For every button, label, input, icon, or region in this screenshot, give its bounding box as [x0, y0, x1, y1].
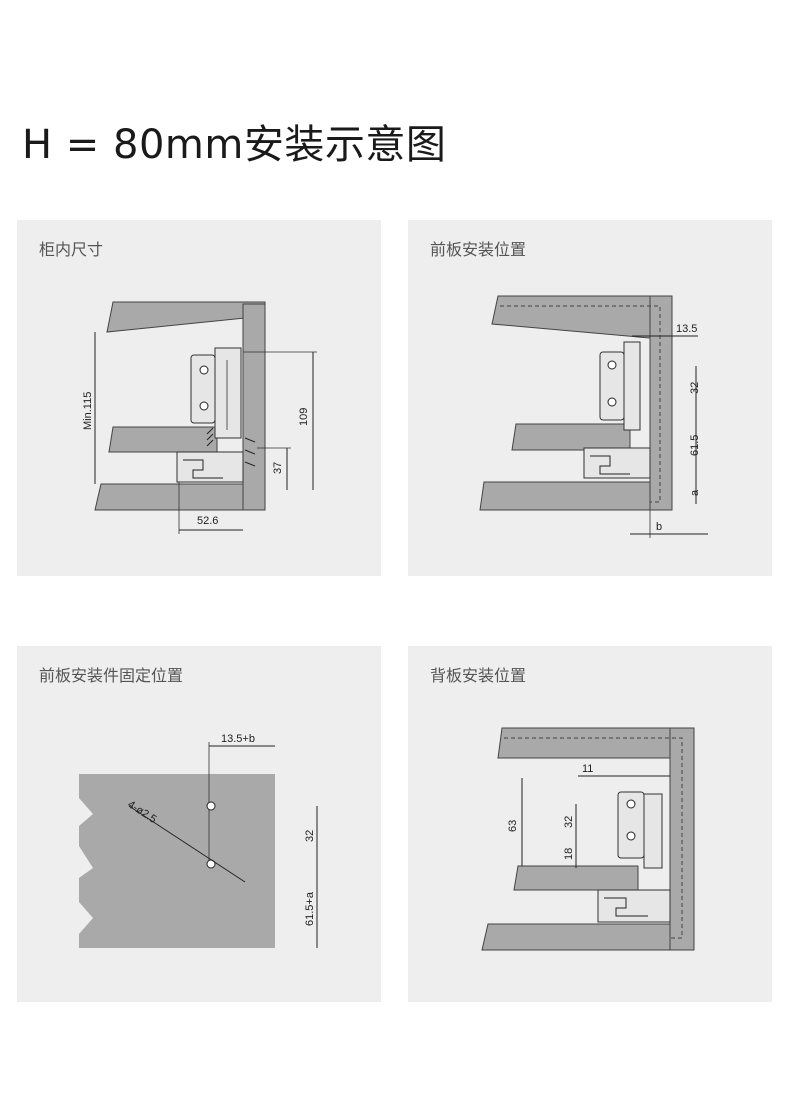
dim-32: 32	[689, 382, 701, 394]
bracket-hole	[626, 831, 636, 841]
dim-63: 63	[507, 820, 519, 832]
front-position-diagram: 13.5 32 61.5 a b	[479, 295, 708, 538]
panel-label: 前板安装位置	[430, 240, 527, 259]
bracket-body	[214, 347, 242, 439]
side-wall	[242, 303, 266, 511]
runner-profile	[590, 455, 630, 475]
screw-icon	[206, 427, 214, 447]
front-panel	[79, 774, 275, 948]
dim-32: 32	[563, 816, 575, 828]
bracket-hole	[607, 360, 617, 370]
bracket-body	[623, 341, 641, 431]
bottom-board	[481, 923, 671, 951]
front-fitting-diagram: 13.5+b 4-ø2.5 32 61.5+a	[79, 733, 318, 948]
slide-runner	[583, 447, 651, 479]
side-wall	[669, 727, 695, 951]
side-wall	[649, 295, 673, 511]
dim-a: a	[689, 489, 701, 496]
bracket-body	[643, 793, 663, 869]
dim-52-6: 52.6	[197, 515, 218, 527]
dim-61-5: 61.5	[689, 435, 701, 456]
slide-runner	[597, 889, 671, 923]
panel-cabinet-interior: 柜内尺寸 Min.115 109 37 52.6	[17, 220, 381, 576]
top-board	[106, 301, 266, 333]
dim-18: 18	[563, 848, 575, 860]
bracket-hole	[199, 365, 209, 375]
fixing-hole	[206, 801, 216, 811]
drawer-bottom-board	[513, 865, 639, 891]
panel-front-position: 前板安装位置 13.5 32 61.5 a b	[408, 220, 772, 576]
drawer-bottom-board	[108, 426, 218, 453]
dim-13-5b: 13.5+b	[221, 733, 255, 745]
back-position-diagram: 11 63 32 18	[481, 727, 695, 951]
screw-icon	[244, 437, 256, 467]
top-board	[497, 727, 695, 759]
page-title: H = 80mm安装示意图	[22, 122, 447, 168]
panel-label: 前板安装件固定位置	[39, 666, 184, 685]
slide-runner	[176, 451, 244, 483]
bracket-hole	[626, 799, 636, 809]
bottom-board	[94, 483, 244, 511]
runner-profile	[183, 459, 223, 479]
bottom-board	[479, 481, 651, 511]
dim-61-5a: 61.5+a	[304, 891, 316, 926]
top-board	[491, 295, 673, 341]
cabinet-interior-diagram: Min.115 109 37 52.6	[82, 301, 317, 534]
dim-32: 32	[304, 830, 316, 842]
front-bracket	[190, 354, 216, 424]
dim-109: 109	[298, 408, 310, 426]
panel-label: 柜内尺寸	[39, 240, 104, 259]
leader-line	[128, 805, 246, 883]
bracket-hole	[607, 397, 617, 407]
runner-profile	[604, 897, 648, 917]
dim-min115: Min.115	[82, 392, 94, 430]
dim-37: 37	[272, 462, 284, 474]
panel-label: 背板安装位置	[430, 666, 527, 685]
drawer-bottom-board	[511, 423, 631, 451]
bracket-hole	[199, 401, 209, 411]
panel-back-position: 背板安装位置 11 63 32 18	[408, 646, 772, 1002]
panel-front-fitting: 前板安装件固定位置 13.5+b 4-ø2.5 32 61.5+a	[17, 646, 381, 1002]
dim-b: b	[656, 521, 662, 533]
dim-11: 11	[582, 763, 593, 775]
dim-13-5: 13.5	[676, 323, 697, 335]
